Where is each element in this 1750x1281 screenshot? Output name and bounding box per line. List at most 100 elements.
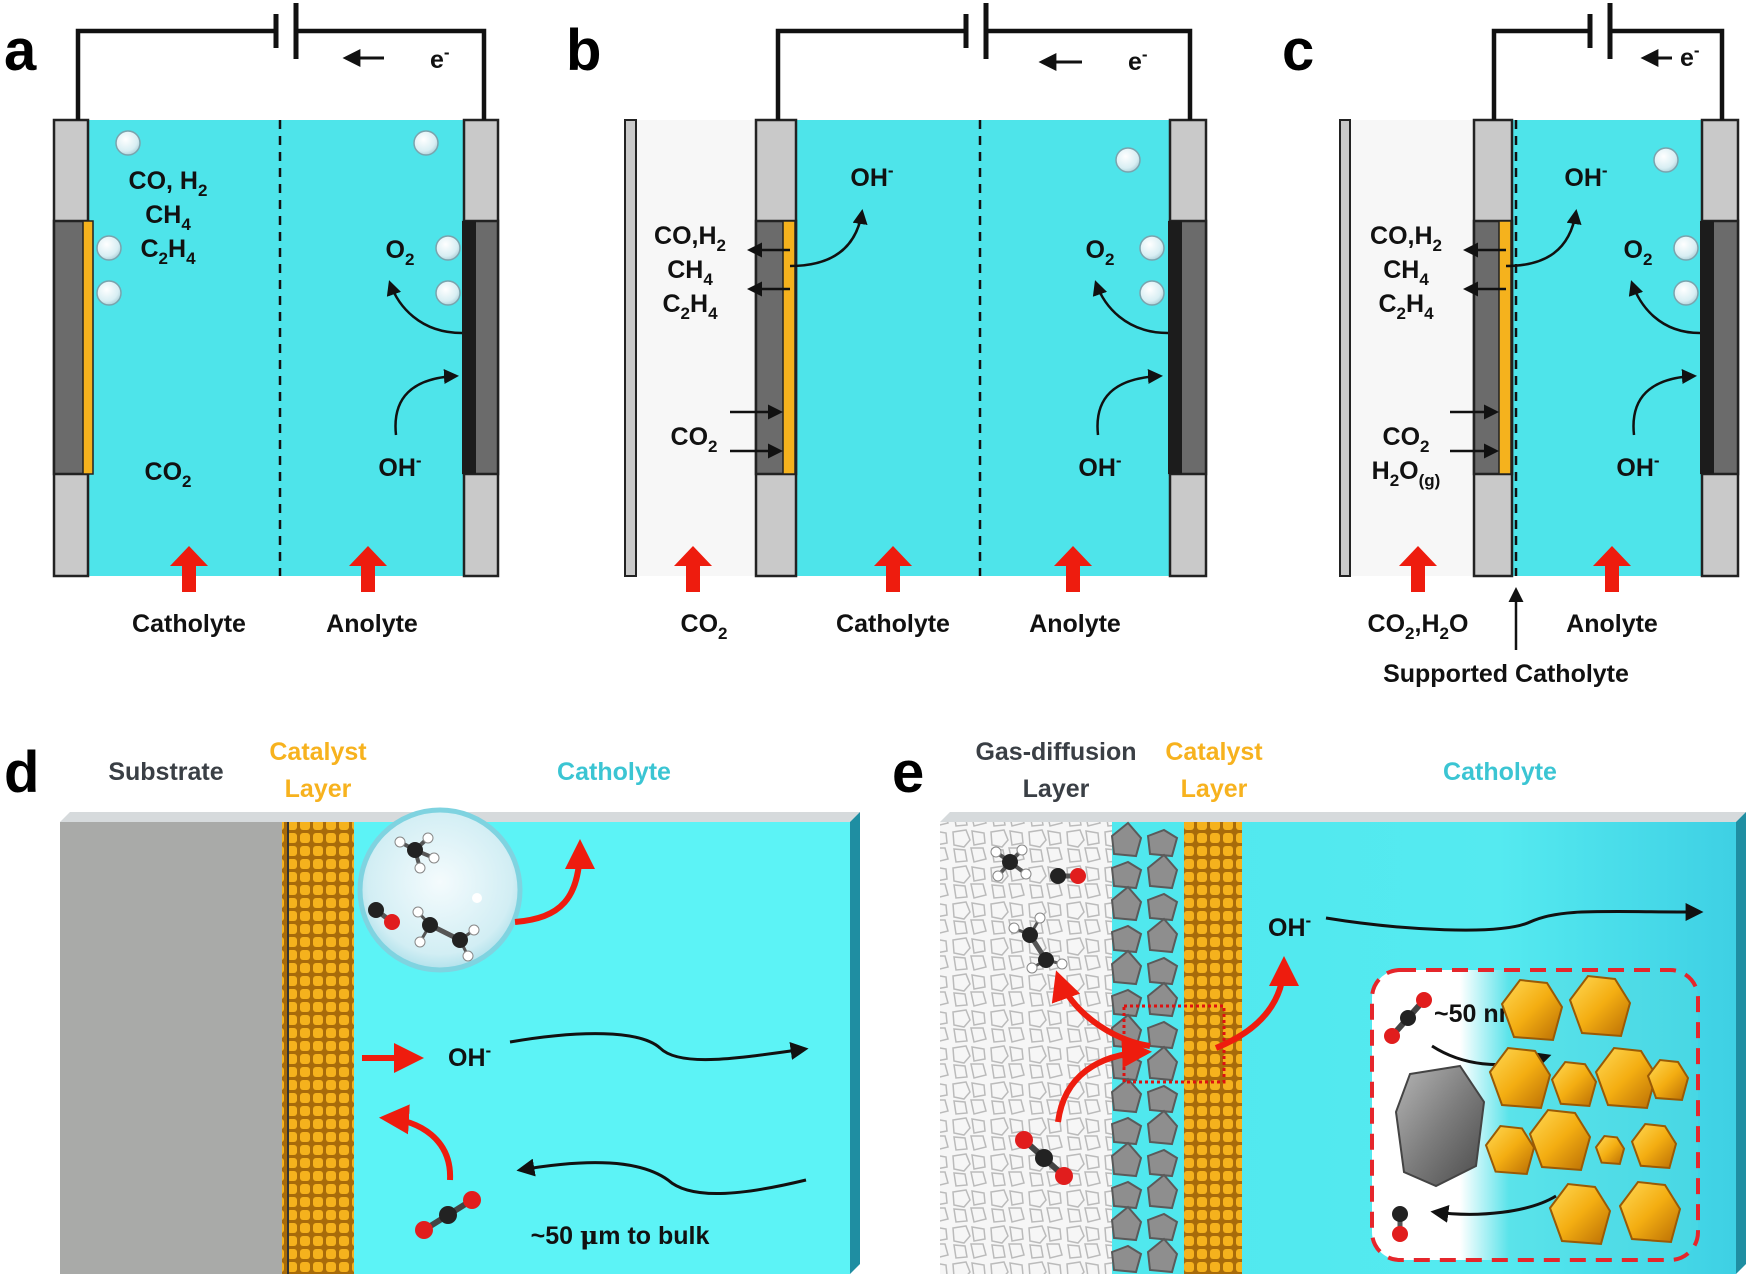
hydroxide-diffusion-arrow	[1325, 902, 1704, 932]
anolyte-inlet-arrow-head	[349, 546, 387, 566]
anode-product-label: O2	[1624, 236, 1653, 269]
gold-nanoparticle	[1550, 1060, 1598, 1108]
carbon-chunk	[1110, 949, 1143, 986]
catalyst-layer	[1498, 220, 1512, 475]
carbon-chunk	[1110, 1116, 1143, 1146]
gas-bubble	[1139, 280, 1165, 306]
electron-label: e-	[430, 43, 450, 74]
anode-reactant-label: OH-	[1078, 451, 1121, 482]
anode-catalyst	[1168, 221, 1182, 474]
circuit-wire	[775, 28, 1193, 120]
catholyte-inlet-arrow	[886, 562, 900, 592]
inlet-catholyte-label: Catholyte	[836, 610, 950, 638]
nanoparticle-inset	[1370, 968, 1700, 1262]
supported-catholyte-label: Supported Catholyte	[1383, 660, 1629, 688]
gold-nanoparticle	[1618, 1180, 1682, 1244]
gas-bubble	[1115, 147, 1141, 173]
catalyst-layer	[282, 822, 354, 1274]
hydroxide-arrow	[394, 369, 459, 436]
o2-evolution-arrow	[1628, 280, 1701, 335]
co2-molecule	[1015, 1131, 1073, 1185]
catalyst-label-line1: Catalyst	[269, 738, 367, 766]
catholyte-label: Catholyte	[1443, 758, 1557, 786]
catalyst-layer	[1184, 822, 1242, 1274]
hydroxide-arrow	[1632, 369, 1697, 436]
catalyst-label-line2: Layer	[285, 775, 352, 803]
hydroxide-label: OH-	[448, 1041, 491, 1072]
gas-reactant-line: CO2	[1383, 423, 1430, 456]
hydroxide-diffusion-arrow	[509, 1032, 809, 1062]
panel-c-letter: c	[1282, 18, 1314, 83]
carbon-chunk	[1110, 1205, 1143, 1242]
hydroxide-label: OH-	[850, 161, 893, 192]
hydroxide-release-arrow	[1505, 209, 1582, 268]
carbon-chunk	[1110, 885, 1143, 922]
electrolyte	[1512, 120, 1702, 576]
cathode-product-line: C2H4	[1378, 290, 1434, 323]
substrate-label: Substrate	[108, 758, 223, 786]
co2-inlet-arrow-head	[674, 546, 712, 566]
carbon-chunk	[1146, 956, 1179, 986]
substrate-block	[60, 822, 288, 1274]
carbon-chunk	[1110, 1180, 1143, 1210]
gas-bubble	[1673, 280, 1699, 306]
cathode-product-line: CH4	[1383, 256, 1429, 289]
co-molecule	[368, 902, 400, 930]
gas-bubble	[96, 235, 122, 261]
gold-nanoparticle	[1500, 978, 1564, 1042]
catholyte-inlet-arrow-head	[874, 546, 912, 566]
anode-reactant-label: OH-	[1616, 451, 1659, 482]
carbon-chunk	[1146, 1148, 1179, 1178]
box-side-edge	[1736, 812, 1746, 1274]
gas-bubble	[96, 280, 122, 306]
co2-molecule	[415, 1191, 481, 1239]
inlet-anolyte-label: Anolyte	[1566, 610, 1658, 638]
ethylene-molecule	[1008, 912, 1068, 974]
o2-evolution-arrow	[386, 280, 463, 335]
gas-inlet-arrow	[1411, 562, 1425, 592]
cathode-product-line: C2H4	[662, 290, 718, 323]
ethylene-molecule	[412, 906, 480, 962]
panel-d: d Substrate Catalyst Layer Catholyte	[4, 738, 860, 1274]
carbon-chunk	[1146, 1237, 1179, 1274]
cathode-product-line: CO, H2	[129, 167, 208, 200]
co2-diffusion-arrow	[516, 1158, 807, 1196]
carbon-chunk	[1146, 828, 1179, 858]
panel-a-letter: a	[4, 18, 37, 83]
co2-inlet-arrow	[686, 562, 700, 592]
gold-nanoparticle	[1630, 1122, 1678, 1170]
carbon-chunk	[1146, 1109, 1179, 1146]
gas-chamber	[1350, 120, 1474, 576]
gold-nanoparticles	[1484, 974, 1690, 1246]
gas-diffusion-layer	[940, 822, 1112, 1274]
box-top-edge	[940, 812, 1746, 822]
inlet-anolyte-label: Anolyte	[326, 610, 418, 638]
gas-chamber	[636, 120, 756, 576]
anolyte-inlet-arrow-head	[1593, 546, 1631, 566]
carbon-chunk	[1146, 1045, 1179, 1082]
panel-d-letter: d	[4, 740, 39, 805]
gas-bubble	[413, 130, 439, 156]
hydroxide-release-arrow	[789, 209, 868, 268]
cathode-product-line: C2H4	[140, 235, 196, 268]
diffusion-distance-label: ~50 μm to bulk	[531, 1221, 710, 1250]
product-release-arrow	[514, 839, 595, 925]
catholyte-inlet-arrow-head	[170, 546, 208, 566]
gas-bubble	[1653, 147, 1679, 173]
gold-nanoparticle	[1568, 974, 1632, 1038]
methane-molecule	[394, 832, 440, 874]
inlet-gas-label: CO2,H2O	[1368, 610, 1469, 643]
gdl-label-line2: Layer	[1023, 775, 1090, 803]
carbon-particle	[1394, 1064, 1486, 1188]
gold-nanoparticle	[1528, 1108, 1592, 1172]
anode-catalyst	[462, 221, 476, 474]
co2-adsorption-arrow	[379, 1104, 454, 1181]
co-molecule	[1392, 1206, 1408, 1242]
